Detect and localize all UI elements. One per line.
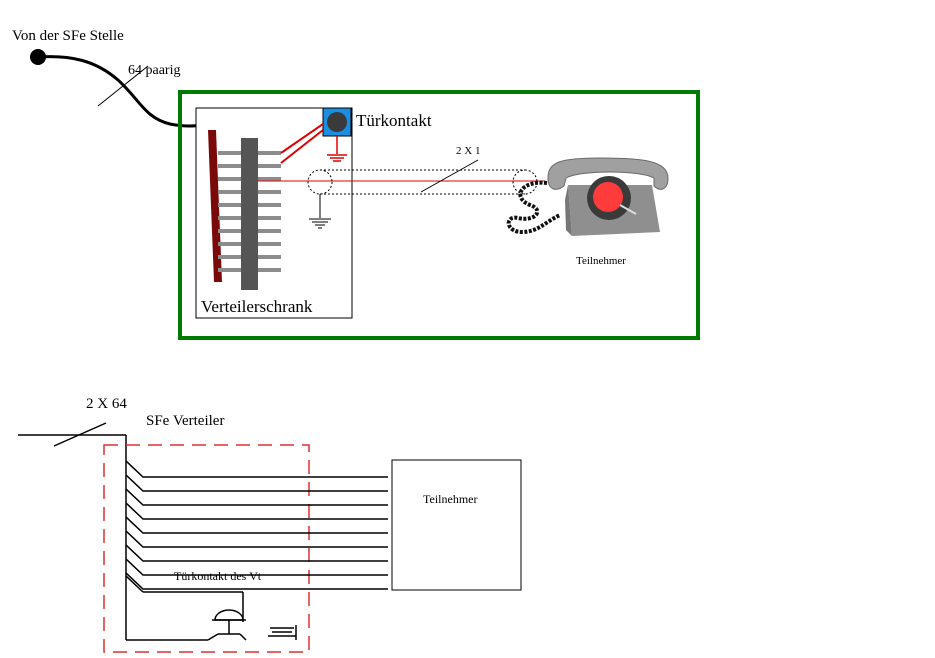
subscriber-line	[125, 474, 388, 492]
distribution-cabinet	[195, 107, 353, 319]
subscriber-line	[125, 516, 388, 534]
subscriber-line	[125, 488, 388, 506]
door-contact-switch	[322, 107, 352, 162]
ground-icon-bottom	[268, 625, 297, 640]
door-contact-wires	[258, 123, 545, 182]
subscriber-box	[391, 459, 522, 591]
door-contact-circuit	[125, 575, 244, 641]
terminal-bar	[241, 138, 258, 290]
ground-icon	[309, 194, 331, 229]
pair-count-label: 2 X 1	[456, 145, 480, 157]
source-label: Von der SFe Stelle	[12, 28, 124, 44]
subscriber-lines	[125, 460, 388, 590]
subscriber-label-top: Teilnehmer	[576, 255, 626, 267]
cabinet-label: Verteilerschrank	[201, 297, 313, 316]
subscriber-label-bottom: Teilnehmer	[423, 492, 477, 506]
distributor-label: SFe Verteiler	[146, 413, 224, 429]
bell-contact-icon	[207, 609, 247, 641]
subscriber-line	[125, 502, 388, 520]
door-contact-label-bottom: Türkontakt des Vt	[174, 569, 262, 583]
subscriber-line	[125, 460, 388, 478]
rotary-telephone-icon	[506, 157, 669, 236]
incoming-line	[18, 422, 127, 640]
door-contact-label: Türkontakt	[356, 111, 432, 130]
subscriber-line	[125, 572, 388, 590]
cable-count-label: 64 paarig	[128, 63, 180, 78]
subscriber-line	[125, 558, 388, 576]
subscriber-line	[125, 530, 388, 548]
distributor-boundary	[103, 444, 310, 653]
room-boundary	[178, 90, 700, 340]
cable-count-label-bottom: 2 X 64	[86, 396, 127, 412]
subscriber-line	[125, 544, 388, 562]
